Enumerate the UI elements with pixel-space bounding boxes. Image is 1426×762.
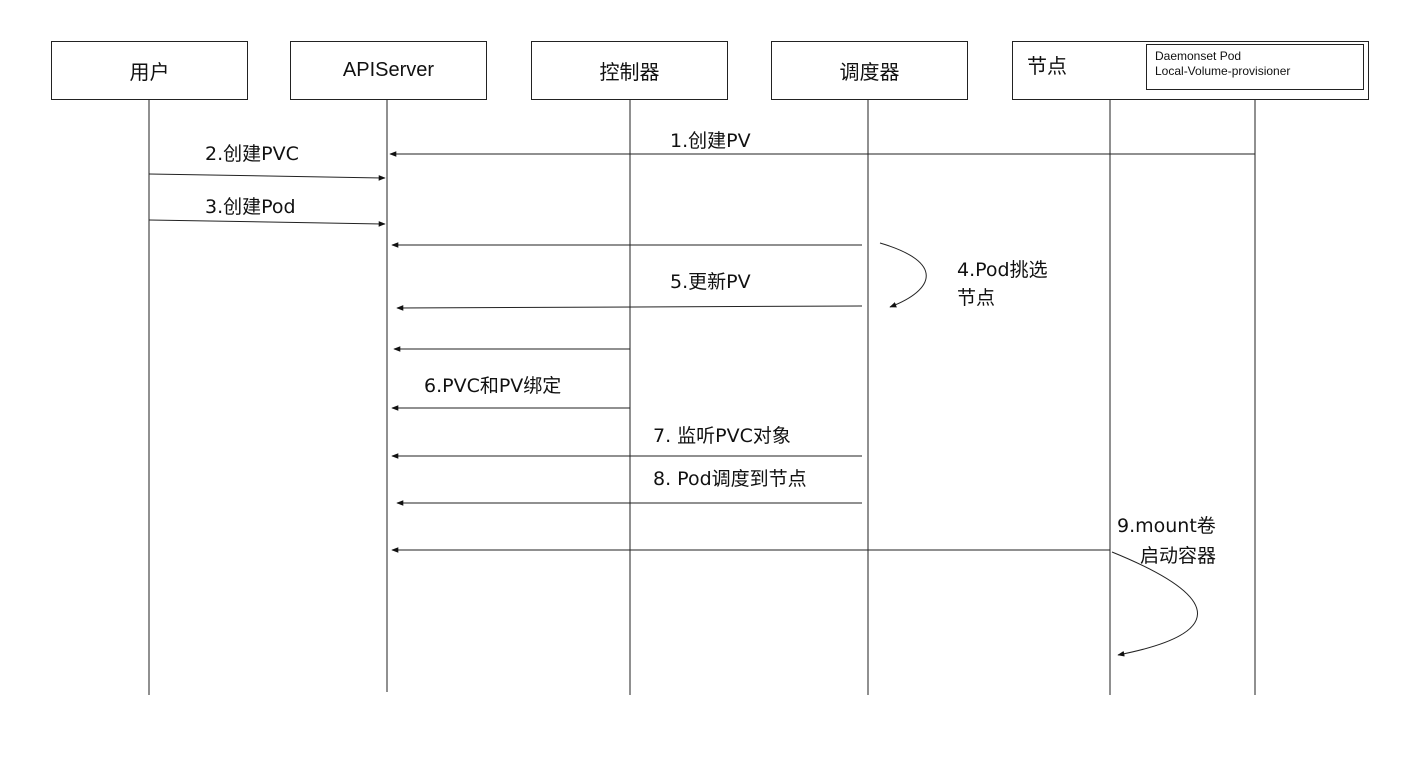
self-loop-scheduler [879,242,927,308]
message-2-label: 2.创建PVC [205,143,299,165]
self-loop-node [1111,551,1198,657]
message-9-label-line2: 启动容器 [1140,545,1217,567]
provisioner-box: Daemonset Pod Local-Volume-provisioner [1146,44,1364,90]
provisioner-line1: Daemonset Pod [1155,49,1242,63]
participant-scheduler: 调度器 [771,41,968,100]
message-9-label-line1: 9.mount卷 [1117,515,1216,537]
message-1-label: 1.创建PV [670,130,751,152]
message-7-label: 7. 监听PVC对象 [653,425,791,447]
arrow-2 [148,173,386,181]
arrow-5 [396,305,863,311]
message-6-label: 6.PVC和PV绑定 [424,375,562,397]
message-4-label-line1: 4.Pod挑选 [957,259,1048,281]
message-5-label: 5.更新PV [670,271,751,293]
participant-node-label: 节点 [1027,54,1067,78]
participant-user-label: 用户 [129,60,170,84]
provisioner-line2: Local-Volume-provisioner [1155,64,1291,78]
message-8-label: 8. Pod调度到节点 [653,468,807,490]
participant-controller-label: 控制器 [599,60,660,84]
participant-controller: 控制器 [531,41,728,100]
participant-scheduler-label: 调度器 [839,60,900,84]
participant-user: 用户 [51,41,248,100]
arrow-3 [148,219,386,227]
participant-apiserver: APIServer [290,41,487,100]
participant-apiserver-label: APIServer [342,59,435,81]
message-3-label: 3.创建Pod [205,196,296,218]
message-4-label-line2: 节点 [957,287,996,309]
